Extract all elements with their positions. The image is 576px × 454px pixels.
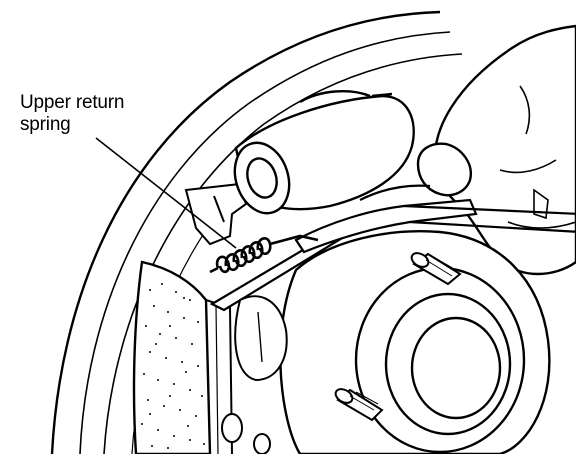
- callout-label-line2: spring: [20, 114, 71, 135]
- shoe-anchor-bracket: [184, 182, 248, 246]
- brake-shoe-lining: [132, 260, 233, 454]
- callout-leader-line: [95, 137, 237, 249]
- lug-studs: [334, 252, 462, 422]
- adjuster-parts: [221, 295, 288, 454]
- spring-tool: [209, 184, 576, 312]
- wheel-cylinder: [233, 90, 415, 215]
- callout-label-line1: Upper return: [20, 92, 125, 113]
- upper-return-spring: [209, 234, 319, 274]
- upper-return-spring-label: Upper return spring: [20, 92, 124, 136]
